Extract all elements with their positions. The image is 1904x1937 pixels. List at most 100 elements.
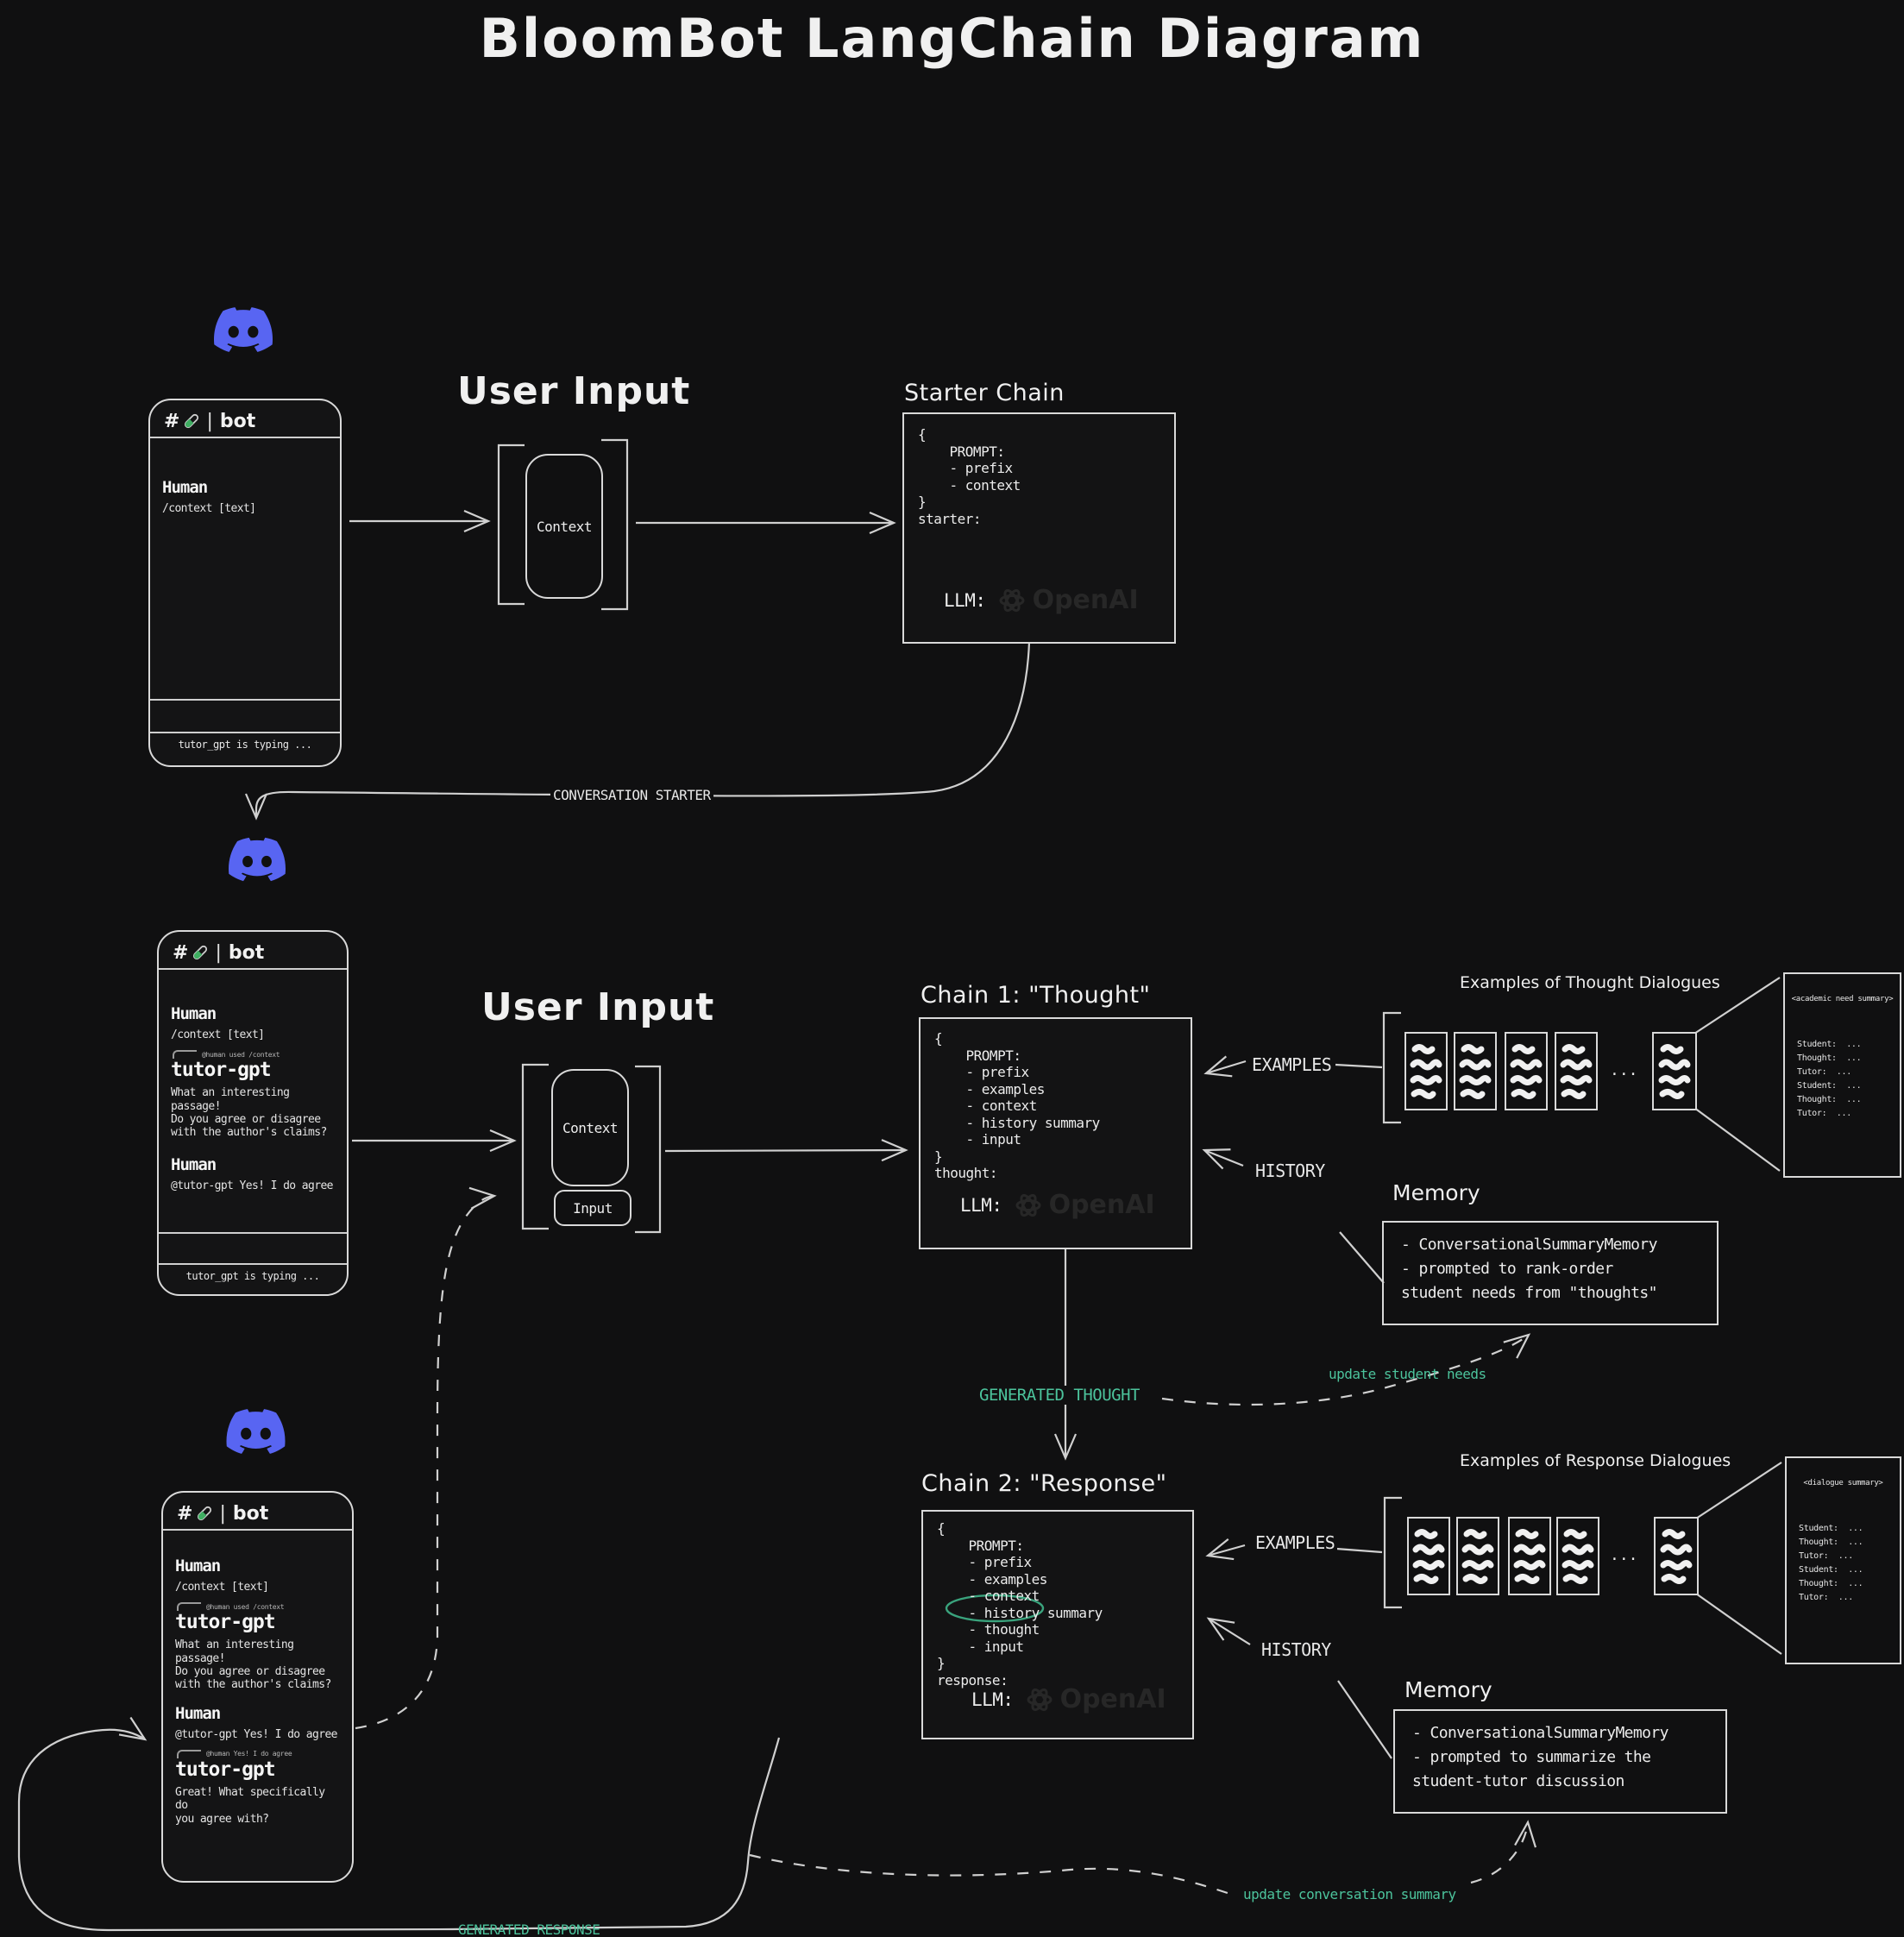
code-line: starter: [918, 510, 982, 527]
summary-line: Tutor: ... [1799, 1551, 1853, 1561]
code-line: } [934, 1148, 943, 1165]
context-box-1: Context [525, 454, 603, 599]
code-line: - prefix [937, 1554, 1033, 1570]
dialogue-doc-icon [1555, 1032, 1598, 1110]
code-line: } [937, 1655, 946, 1671]
discord-icon-1 [213, 307, 273, 352]
code-line: PROMPT: [937, 1537, 1024, 1554]
chain1-title: Chain 1: "Thought" [921, 982, 1151, 1009]
code-line: - context [918, 476, 1021, 494]
dialogue-doc-icon [1654, 1517, 1699, 1595]
code-line: } [918, 494, 927, 510]
reply-reference: @human used /context [173, 1050, 335, 1060]
summary-line: Tutor: ... [1797, 1109, 1851, 1118]
message-text: What an interesting passage! Do you agre… [171, 1086, 327, 1140]
memory-line: student needs from "thoughts" [1401, 1284, 1657, 1302]
code-line: - examples [934, 1080, 1046, 1097]
divider [159, 1263, 347, 1265]
code-line: - context [934, 1097, 1038, 1114]
llm-label: LLM: [944, 589, 986, 611]
history-label-2: HISTORY [1259, 1639, 1334, 1660]
summary-line: Student: ... [1799, 1565, 1863, 1575]
message-text: @tutor-gpt Yes! I do agree [171, 1179, 334, 1192]
summary-line: Thought: ... [1797, 1053, 1862, 1063]
message-text: /context [text] [162, 502, 256, 515]
code-line: - prefix [918, 460, 1014, 476]
summary-line: Thought: ... [1799, 1538, 1863, 1547]
channel-header: # | bot [150, 400, 340, 438]
user-input-label-2: User Input [481, 985, 715, 1029]
message-author: tutor-gpt [175, 1758, 276, 1781]
code-line: thought: [934, 1165, 998, 1181]
discord-phone-3: # | bot Human /context [text] @human use… [161, 1491, 354, 1883]
openai-logo: OpenAI [1015, 1190, 1155, 1220]
channel-name: bot [219, 410, 256, 432]
message-text: Great! What specifically do you agree wi… [175, 1785, 325, 1826]
code-line: - context [937, 1588, 1040, 1604]
code-line: - input [937, 1638, 1024, 1655]
memory-box-2: - ConversationalSummaryMemory - prompted… [1393, 1709, 1727, 1814]
dialogue-doc-icon [1456, 1517, 1499, 1595]
starter-chain-title: Starter Chain [904, 380, 1065, 406]
message-author: Human [171, 1154, 217, 1174]
user-input-label-1: User Input [457, 369, 691, 413]
test-tube-icon [198, 1506, 212, 1521]
code-line: { [918, 426, 927, 443]
chain2-title: Chain 2: "Response" [921, 1470, 1167, 1497]
channel-separator: | [219, 1502, 226, 1525]
dialogue-doc-icon [1404, 1032, 1448, 1110]
divider [150, 699, 340, 701]
memory-box-1: - ConversationalSummaryMemory - prompted… [1382, 1221, 1719, 1325]
llm-provider: OpenAI [1048, 1190, 1155, 1220]
summary-line: Student: ... [1797, 1040, 1862, 1049]
typing-indicator: tutor_gpt is typing ... [185, 1270, 320, 1282]
update-student-needs-label: update student needs [1329, 1366, 1486, 1382]
examples-label-1: EXAMPLES [1249, 1054, 1335, 1075]
summary-line: Thought: ... [1799, 1579, 1863, 1588]
message-author: Human [175, 1557, 221, 1575]
llm-provider: OpenAI [1032, 585, 1139, 615]
code-line: PROMPT: [918, 443, 1005, 460]
dialogue-doc-icon [1505, 1032, 1548, 1110]
llm-label: LLM: [971, 1689, 1014, 1710]
dialogue-doc-icon [1556, 1517, 1599, 1595]
starter-chain-box: { PROMPT: - prefix - context } starter: … [902, 412, 1176, 644]
message-author: Human [171, 1004, 217, 1023]
input-label: Input [573, 1199, 613, 1217]
divider [159, 1232, 347, 1234]
memory-line: student-tutor discussion [1412, 1772, 1624, 1790]
message-text: /context [text] [171, 1028, 265, 1041]
channel-name: bot [232, 1502, 269, 1525]
code-line: response: [937, 1671, 1009, 1689]
openai-logo: OpenAI [1026, 1684, 1166, 1714]
dialogue-doc-icon [1508, 1517, 1551, 1595]
generated-thought-label: GENERATED THOUGHT [977, 1386, 1142, 1405]
message-text: What an interesting passage! Do you agre… [175, 1638, 331, 1692]
history-label-1: HISTORY [1253, 1160, 1328, 1181]
summary-title: <academic need summary> [1791, 995, 1894, 1003]
input-box: Input [554, 1190, 632, 1226]
discord-icon-2 [229, 837, 286, 882]
discord-phone-1: # | bot Human /context [text] tutor_gpt … [148, 399, 342, 767]
memory-line: - ConversationalSummaryMemory [1401, 1236, 1657, 1254]
typing-indicator: tutor_gpt is typing ... [178, 739, 312, 751]
reply-reference: @human used /context [177, 1602, 340, 1612]
memory-line: - prompted to rank-order [1401, 1260, 1613, 1278]
memory-line: - prompted to summarize the [1412, 1748, 1651, 1766]
code-line: - thought [937, 1621, 1040, 1638]
memory-title-1: Memory [1392, 1180, 1480, 1205]
message-text: @tutor-gpt Yes! I do agree [175, 1727, 338, 1741]
channel-name: bot [228, 941, 265, 964]
context-box-2: Context [551, 1069, 629, 1186]
generated-response-label: GENERATED RESPONSE [458, 1921, 600, 1937]
code-line: - examples [937, 1570, 1048, 1588]
channel-separator: | [215, 941, 222, 964]
summary-title: <dialogue summary> [1803, 1479, 1883, 1487]
examples-response-title: Examples of Response Dialogues [1460, 1451, 1731, 1470]
memory-title-2: Memory [1404, 1677, 1492, 1702]
summary-line: Tutor: ... [1799, 1593, 1853, 1602]
summary-line: Thought: ... [1797, 1095, 1862, 1104]
conversation-starter-label: CONVERSATION STARTER [550, 787, 713, 803]
